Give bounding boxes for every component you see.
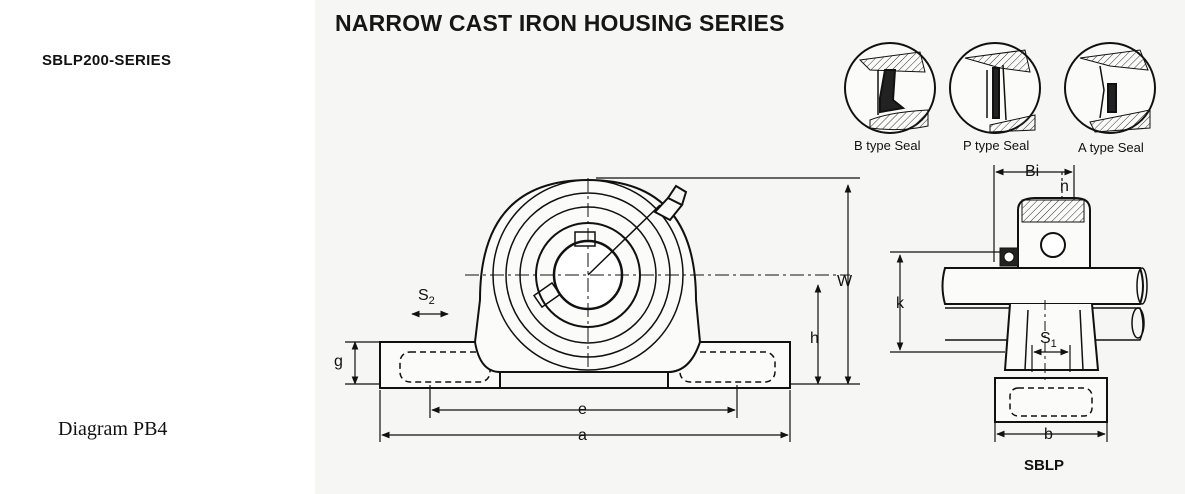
front-view-dimension-labels: S2 g h W e a	[334, 273, 853, 444]
set-screw-top	[574, 231, 596, 247]
pedestal	[1003, 303, 1100, 371]
dim-label-w: W	[837, 273, 853, 290]
a-type-seal-detail	[1064, 42, 1156, 134]
side-view-dimensions	[890, 165, 1108, 442]
side-view-sblp	[941, 197, 1148, 423]
dim-label-s1: S1	[1040, 330, 1057, 350]
grease-line	[587, 204, 661, 276]
dim-label-e: e	[578, 401, 587, 418]
seal-details: B type Seal P type Seal A type Seal	[844, 42, 1156, 155]
b-type-seal-detail	[844, 42, 936, 134]
front-view-dimensions	[345, 177, 860, 442]
dim-label-a: a	[578, 427, 587, 444]
dim-label-k: k	[896, 295, 905, 312]
dim-label-g: g	[334, 353, 343, 370]
b-type-seal-label: B type Seal	[854, 138, 921, 153]
page-title: NARROW CAST IRON HOUSING SERIES	[335, 10, 785, 36]
dim-label-bi: Bi	[1025, 163, 1039, 180]
side-view-label: SBLP	[1024, 457, 1064, 474]
dim-label-h: h	[810, 330, 819, 347]
side-view-dimension-labels: Bi n k S1 b SBLP	[896, 163, 1069, 474]
p-type-seal-label: P type Seal	[963, 138, 1029, 153]
housing-top-hatch	[1021, 199, 1085, 223]
dim-label-s2: S2	[418, 287, 435, 307]
p-type-seal-detail	[949, 42, 1041, 134]
dim-label-n: n	[1060, 178, 1069, 195]
set-screw-bottom	[532, 281, 562, 309]
pedestal-inner	[1024, 309, 1084, 371]
series-label: SBLP200-SERIES	[42, 52, 172, 69]
a-type-seal-label: A type Seal	[1078, 140, 1144, 155]
diagram-label: Diagram PB4	[58, 418, 168, 440]
dim-label-b: b	[1044, 426, 1053, 443]
ball-element	[1040, 232, 1066, 258]
shaft	[941, 267, 1144, 305]
front-view-pillow-block	[379, 178, 850, 389]
